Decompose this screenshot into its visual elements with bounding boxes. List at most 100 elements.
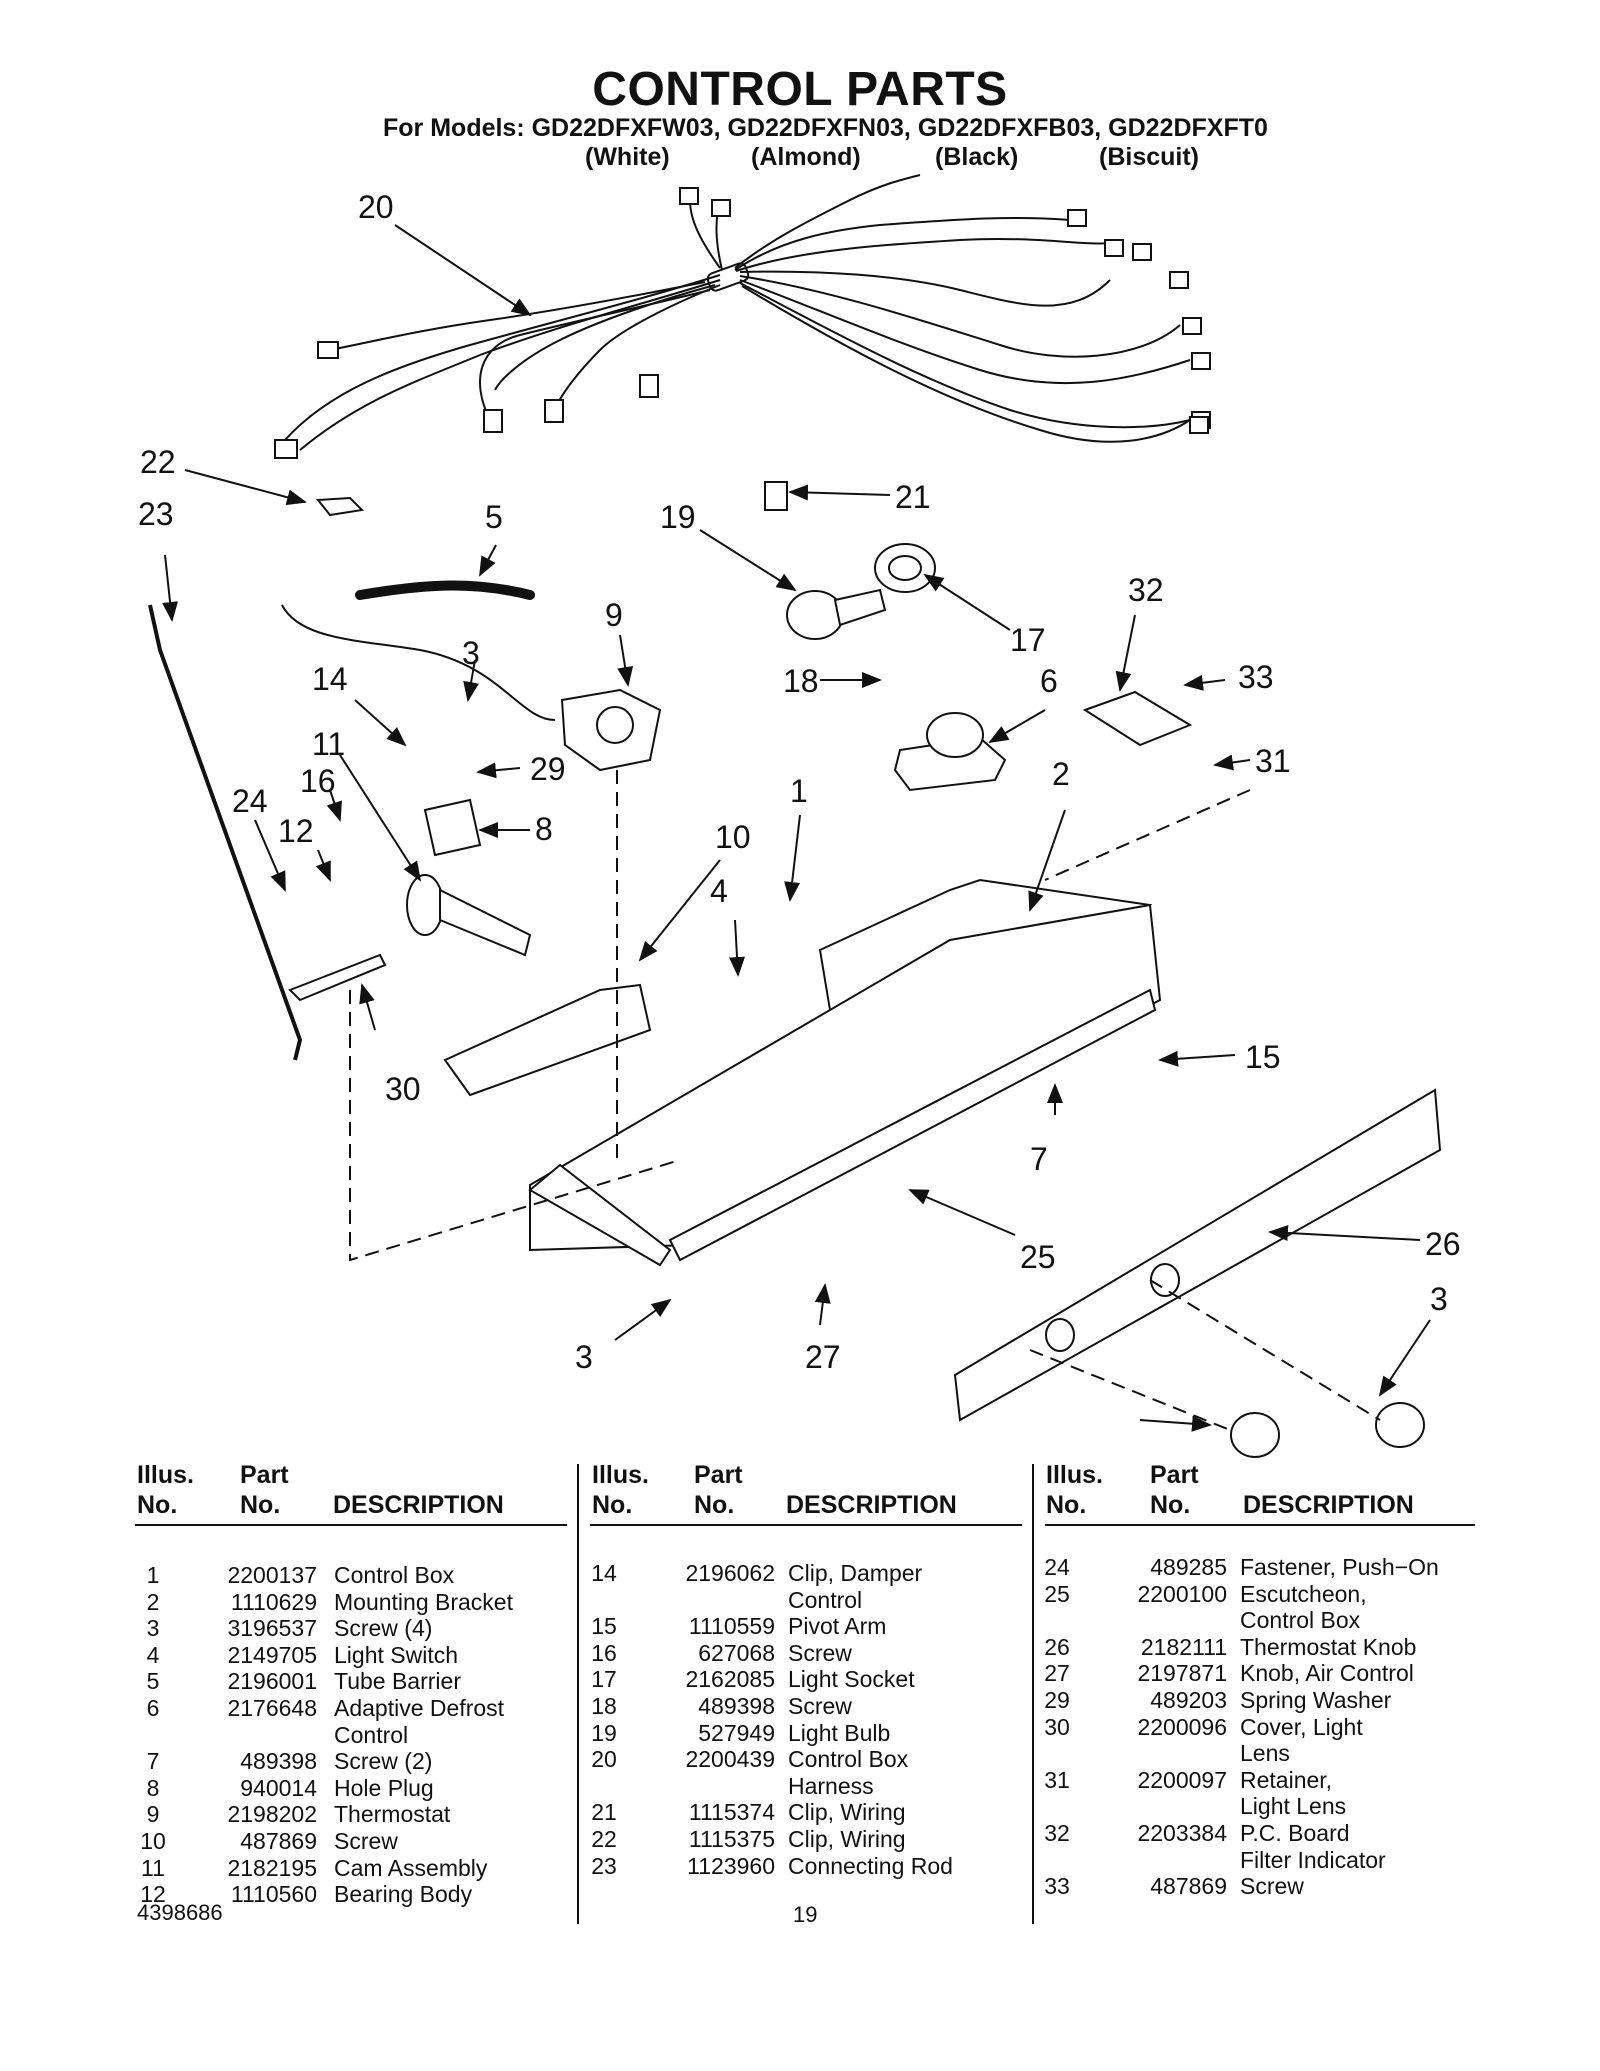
part-description: Light Switch [334, 1641, 459, 1668]
part-description: Light Socket [788, 1666, 915, 1693]
part-description: Control Box [1240, 1607, 1361, 1634]
variant-biscuit: (Biscuit) [1099, 143, 1199, 171]
part-description: P.C. Board [1240, 1820, 1350, 1846]
header-desc-2: DESCRIPTION [786, 1491, 957, 1519]
callout-24: 24 [232, 783, 268, 819]
part-number: 1110629 [230, 1588, 317, 1615]
callout-32: 32 [1128, 572, 1164, 608]
header-rule-1 [135, 1524, 567, 1526]
part-description: Clip, Wiring [788, 1826, 906, 1852]
illus-number: 1 [146, 1562, 160, 1588]
illus-number: 23 [591, 1852, 617, 1879]
page-number: 19 [793, 1902, 818, 1927]
illus-number: 27 [1044, 1660, 1070, 1687]
exploded-parts-diagram: 20 22 23 5 19 21 17 32 33 31 9 3 14 29 1… [138, 174, 1461, 1458]
part-description: Spring Washer [1240, 1687, 1392, 1713]
part-description: Mounting Bracket [334, 1588, 513, 1615]
callout-29b: 12 [278, 813, 314, 849]
connecting-rod [148, 604, 303, 1061]
cam-assembly-part [406, 874, 532, 957]
callout-3c: 27 [805, 1339, 841, 1375]
part-number: 1110559 [688, 1613, 775, 1640]
illus-number: 4 [146, 1641, 160, 1668]
part-description: Lens [1240, 1740, 1290, 1767]
illus-number: 2 [146, 1588, 160, 1615]
callout-5: 5 [485, 499, 503, 535]
part-number: 2198202 [227, 1801, 317, 1828]
mounting-bracket [443, 983, 652, 1097]
callout-9: 9 [605, 597, 623, 633]
part-number: 2149705 [227, 1641, 317, 1668]
callout-14: 14 [312, 661, 348, 697]
part-number: 2182195 [227, 1854, 317, 1881]
part-description: Knob, Air Control [1240, 1660, 1414, 1687]
illus-number: 16 [591, 1639, 617, 1666]
callout-labels: 20 22 23 5 19 21 17 32 33 31 9 3 14 29 1… [138, 189, 1461, 1375]
part-description: Connecting Rod [788, 1852, 953, 1879]
callout-31: 31 [1255, 743, 1291, 779]
part-number: 2200096 [1137, 1713, 1227, 1740]
adaptive-defrost-part [893, 712, 1007, 792]
part-number: 489398 [240, 1748, 317, 1775]
part-description: Bearing Body [334, 1881, 473, 1908]
callout-26: 3 [1430, 1281, 1448, 1317]
part-description: Fastener, Push−On [1240, 1554, 1439, 1580]
part-description: Screw (2) [334, 1748, 433, 1775]
part-number: 1115374 [688, 1799, 775, 1826]
harness-connectors [274, 187, 1211, 459]
illus-number: 33 [1044, 1873, 1070, 1900]
illus-number: 14 [591, 1560, 617, 1586]
callout-17: 17 [1010, 622, 1046, 658]
part-number: 1110560 [230, 1881, 317, 1908]
illus-number: 10 [140, 1828, 166, 1854]
illus-number: 11 [141, 1854, 165, 1881]
callout-12: 8 [535, 811, 553, 847]
illus-number: 3 [146, 1615, 160, 1642]
part-description: Filter Indicator [1240, 1846, 1386, 1873]
part-number: 527949 [698, 1719, 775, 1746]
part-number: 2176648 [227, 1695, 317, 1721]
part-description: Light Lens [1240, 1793, 1347, 1820]
callout-11: 11 [312, 726, 345, 762]
illus-number: 20 [591, 1746, 617, 1773]
illus-number: 15 [591, 1613, 617, 1640]
callout-8: 1 [790, 773, 808, 809]
part-description: Hole Plug [334, 1774, 434, 1801]
part-number: 487869 [240, 1828, 317, 1854]
illus-number: 19 [591, 1719, 617, 1746]
part-description: Control Box [788, 1746, 909, 1773]
part-number: 489285 [1150, 1554, 1227, 1580]
light-socket-part [874, 543, 936, 593]
part-description: Screw [788, 1693, 852, 1719]
column-divider-1 [577, 1464, 579, 1924]
callout-21: 21 [895, 479, 931, 515]
callout-7: 25 [1020, 1239, 1056, 1275]
illus-number: 7 [146, 1748, 160, 1775]
callout-leaders [162, 224, 1431, 1432]
part-number: 2182111 [1140, 1633, 1227, 1660]
illus-number: 21 [591, 1799, 617, 1826]
part-number: 627068 [698, 1639, 775, 1666]
callout-20: 20 [358, 189, 394, 225]
callout-23: 23 [138, 496, 174, 532]
part-description: Tube Barrier [334, 1668, 461, 1695]
part-number: 3196537 [227, 1615, 317, 1642]
header-illus-3: Illus.No. [1046, 1461, 1103, 1519]
part-description: Harness [788, 1772, 874, 1799]
part-description: Pivot Arm [788, 1613, 887, 1640]
part-description: Screw (4) [334, 1615, 433, 1642]
illus-number: 31 [1044, 1766, 1070, 1793]
part-description: Cam Assembly [334, 1854, 488, 1881]
tube-barrier [355, 580, 535, 600]
callout-6: 6 [1040, 663, 1058, 699]
part-number: 1123960 [687, 1852, 775, 1879]
column-divider-2 [1032, 1464, 1034, 1924]
callout-4: 15 [1245, 1039, 1281, 1075]
part-number: 2200097 [1137, 1766, 1227, 1793]
part-description: Screw [334, 1828, 398, 1854]
illus-number: 22 [591, 1826, 617, 1852]
part-number: 2197871 [1137, 1660, 1227, 1687]
wiring-clip-22 [316, 496, 365, 517]
